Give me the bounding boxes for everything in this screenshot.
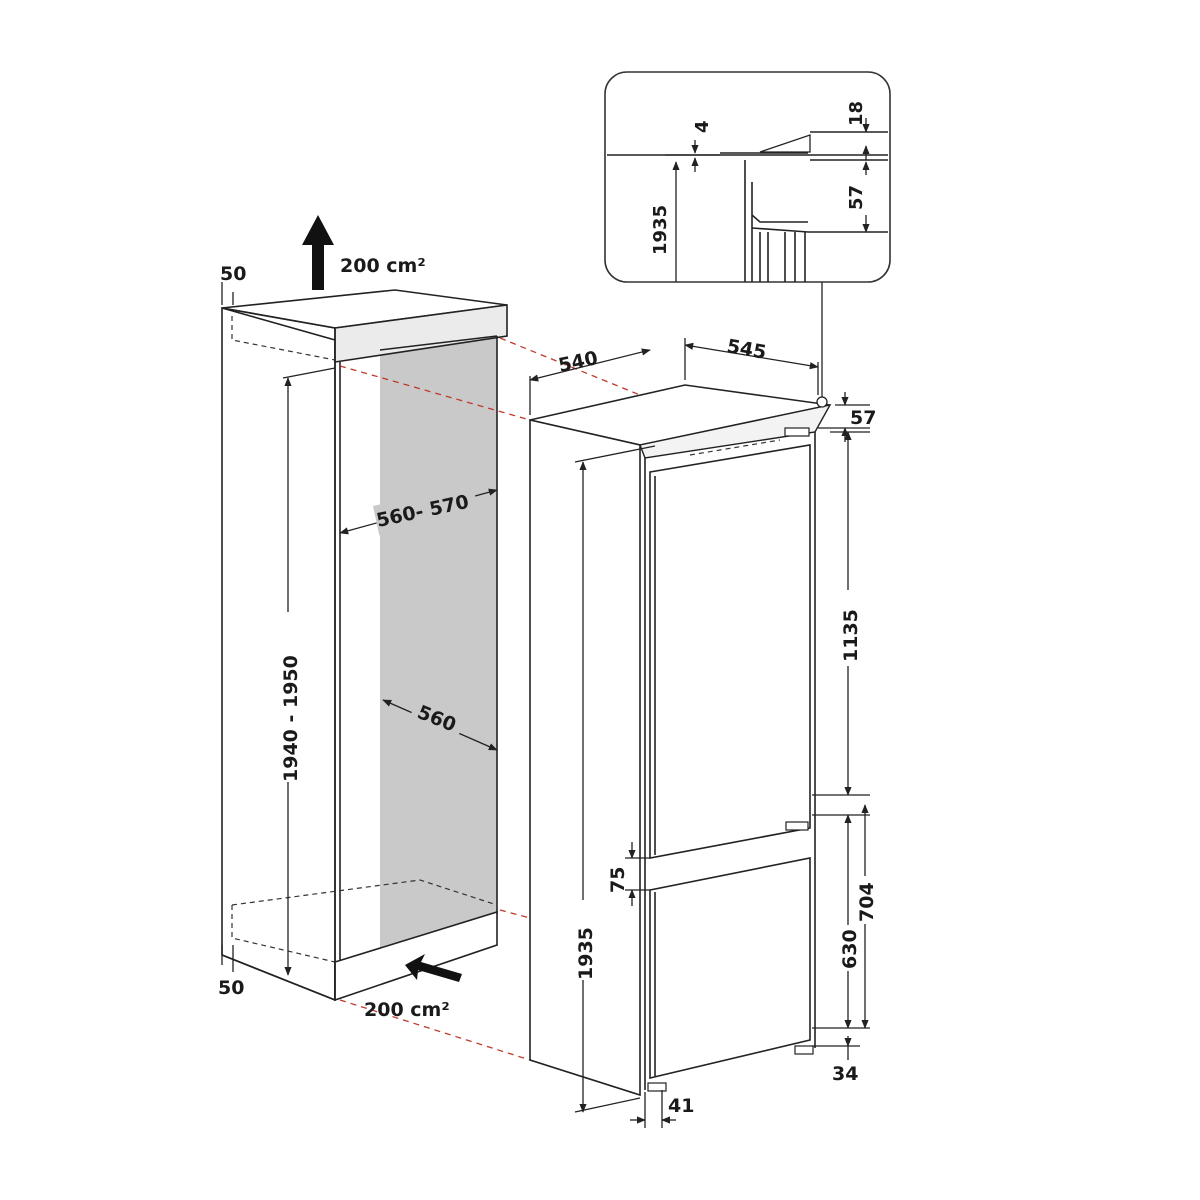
clearance-bottom-label: 50 [218, 977, 244, 999]
vent-bottom-arrow [405, 954, 462, 982]
vent-top-label: 200 cm² [340, 255, 426, 277]
foot-offset-label: 41 [668, 1095, 694, 1117]
niche-back-wall [380, 335, 497, 960]
fridge-depth-label: 545 [725, 335, 768, 364]
foot-height-label: 34 [832, 1063, 858, 1085]
vent-top-arrow [302, 215, 334, 290]
fridge-width-label: 540 [556, 347, 599, 377]
vent-bottom-label: 200 cm² [364, 999, 450, 1021]
detail-height-label: 1935 [650, 205, 671, 255]
lower-door [649, 857, 811, 1080]
fridge-top-offset-label: 57 [850, 407, 876, 429]
upper-door [649, 444, 811, 859]
upper-door-label: 1135 [840, 609, 862, 662]
fridge-body [529, 384, 832, 1097]
detail-gap-label: 4 [692, 120, 713, 133]
detail-panel-label: 18 [846, 101, 867, 126]
detail-offset-label: 57 [846, 185, 867, 210]
lower-section-label: 704 [856, 882, 878, 922]
fridge-height-label: 1935 [575, 927, 597, 980]
door-gap-label: 75 [607, 867, 629, 893]
clearance-top-label: 50 [220, 263, 246, 285]
lower-door-label: 630 [839, 929, 861, 969]
niche-height-label: 1940 - 1950 [280, 655, 302, 782]
